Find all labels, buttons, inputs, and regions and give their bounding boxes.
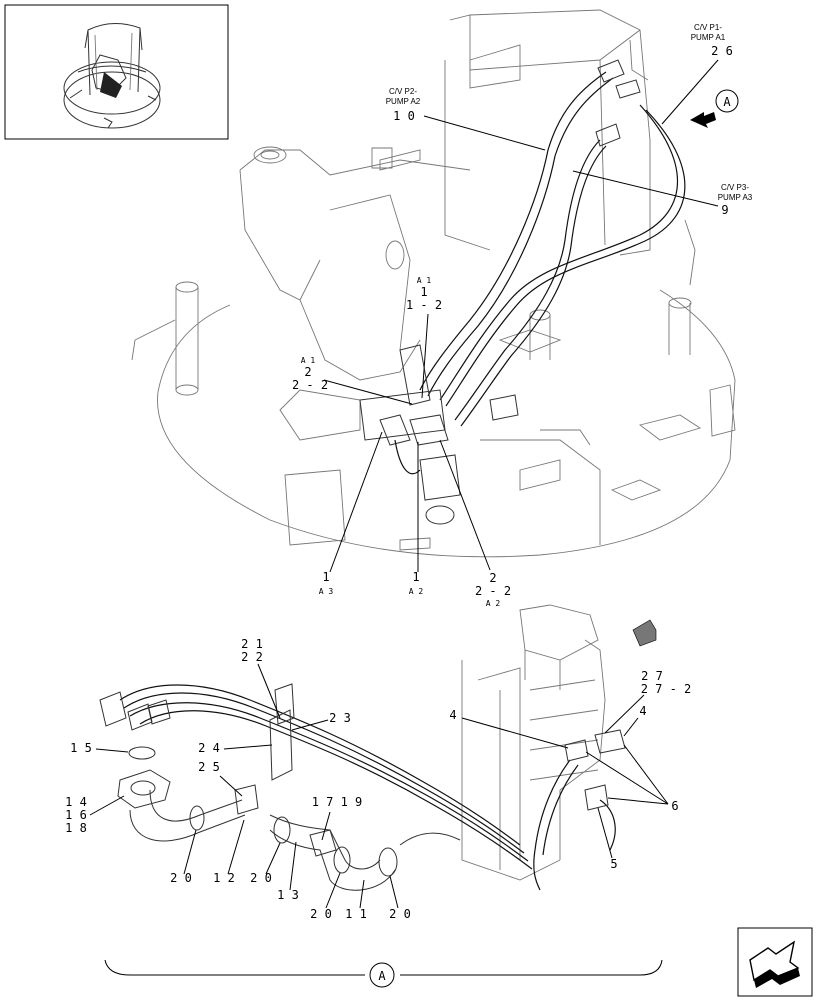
callout-cv-p3: C/V P3- PUMP A3 9	[572, 170, 753, 217]
svg-text:C/V P1-: C/V P1-	[694, 23, 722, 32]
lower-callouts: 2 1 2 2 2 3 2 4 2 5 1 5 1 4 1 6 1 8 1 7 …	[65, 637, 691, 921]
svg-text:2 4: 2 4	[198, 741, 220, 755]
callout-a1-left: A 1 2 2 - 2	[292, 356, 413, 405]
svg-text:1: 1	[420, 285, 427, 299]
svg-text:A 2: A 2	[486, 599, 501, 608]
svg-text:1 0: 1 0	[393, 109, 415, 123]
svg-text:6: 6	[671, 799, 678, 813]
svg-text:2: 2	[489, 571, 496, 585]
svg-text:PUMP A1: PUMP A1	[691, 33, 726, 42]
upper-hoses	[359, 59, 686, 525]
lower-control-valve	[461, 604, 657, 881]
svg-text:2 2: 2 2	[241, 650, 263, 664]
svg-text:A 1: A 1	[417, 276, 432, 285]
navigation-arrow-icon[interactable]	[737, 927, 813, 997]
svg-text:1 1: 1 1	[345, 907, 367, 921]
svg-text:1 - 2: 1 - 2	[406, 298, 442, 312]
callout-bottom-right: 2 2 - 2 A 2	[439, 439, 511, 608]
svg-text:9: 9	[721, 203, 728, 217]
svg-text:2 0: 2 0	[310, 907, 332, 921]
svg-text:2 7: 2 7	[641, 669, 663, 683]
svg-text:2 - 2: 2 - 2	[475, 584, 511, 598]
callout-cv-p2: C/V P2- PUMP A2 1 0	[386, 87, 546, 151]
svg-text:1 8: 1 8	[65, 821, 87, 835]
machine-thumbnail	[4, 4, 229, 140]
view-marker-a-top: A	[690, 89, 739, 128]
svg-text:C/V P2-: C/V P2-	[389, 87, 417, 96]
callout-cv-p1: C/V P1- PUMP A1 2 6	[661, 23, 733, 125]
svg-text:2 7 - 2: 2 7 - 2	[641, 682, 692, 696]
svg-text:2: 2	[304, 365, 311, 379]
svg-text:A 1: A 1	[301, 356, 316, 365]
svg-text:1 6: 1 6	[65, 808, 87, 822]
svg-text:5: 5	[610, 857, 617, 871]
svg-text:2 6: 2 6	[711, 44, 733, 58]
svg-text:1 2: 1 2	[213, 871, 235, 885]
svg-text:A 2: A 2	[409, 587, 424, 596]
upper-frame	[131, 9, 736, 558]
lower-hoses	[99, 683, 626, 891]
flow-arrow-icon	[690, 112, 716, 128]
svg-text:1 3: 1 3	[277, 888, 299, 902]
svg-text:PUMP A2: PUMP A2	[386, 97, 421, 106]
view-direction-icon	[632, 619, 657, 647]
view-bracket-a: A	[104, 959, 663, 988]
svg-text:1 4: 1 4	[65, 795, 87, 809]
svg-text:4: 4	[639, 704, 646, 718]
svg-text:2 5: 2 5	[198, 760, 220, 774]
svg-text:C/V P3-: C/V P3-	[721, 183, 749, 192]
callout-a1-top: A 1 1 1 - 2	[406, 276, 442, 399]
svg-text:2 - 2: 2 - 2	[292, 378, 328, 392]
svg-text:1 7 1 9: 1 7 1 9	[312, 795, 363, 809]
svg-text:2 0: 2 0	[389, 907, 411, 921]
svg-text:1: 1	[322, 570, 329, 584]
svg-text:2 0: 2 0	[170, 871, 192, 885]
callout-bottom-mid: 1 A 2	[409, 442, 424, 596]
svg-text:A: A	[378, 969, 386, 983]
svg-text:1: 1	[412, 570, 419, 584]
svg-text:2 3: 2 3	[329, 711, 351, 725]
svg-text:2 0: 2 0	[250, 871, 272, 885]
svg-text:PUMP A3: PUMP A3	[718, 193, 753, 202]
svg-text:4: 4	[449, 708, 456, 722]
svg-text:1 5: 1 5	[70, 741, 92, 755]
callout-bottom-left: 1 A 3	[319, 431, 383, 596]
svg-text:2 1: 2 1	[241, 637, 263, 651]
svg-text:A 3: A 3	[319, 587, 334, 596]
svg-text:A: A	[723, 95, 731, 109]
